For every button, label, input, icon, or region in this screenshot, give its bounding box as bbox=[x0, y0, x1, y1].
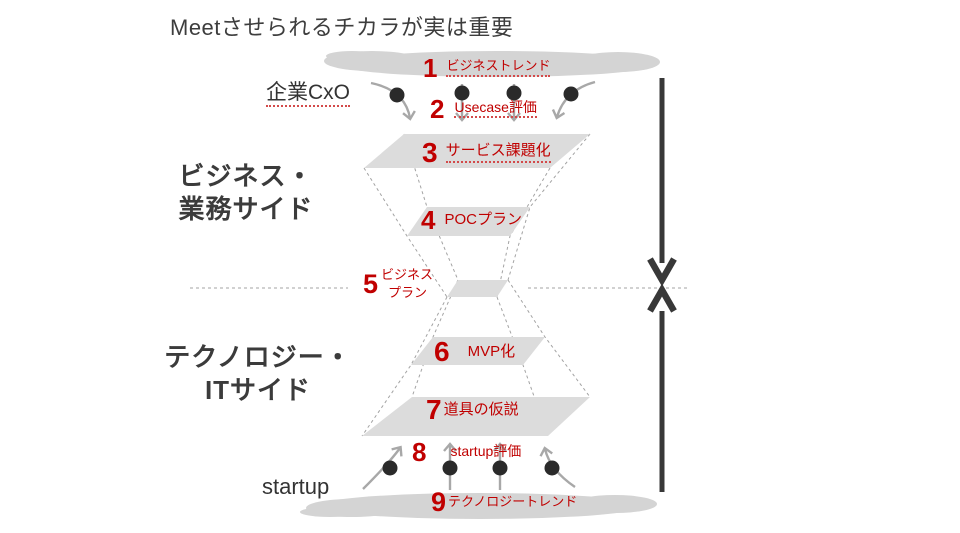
page-title: Meetさせられるチカラが実は重要 bbox=[170, 15, 514, 40]
step-label: POCプラン bbox=[444, 210, 522, 228]
tech-side-line1: テクノロジー・ bbox=[164, 342, 352, 372]
plane-mvp bbox=[411, 337, 545, 365]
down-curve-arrow-icon bbox=[370, 81, 416, 121]
step-label: 道具の仮説 bbox=[443, 400, 519, 418]
step-number: 7 bbox=[426, 394, 442, 425]
step-number: 6 bbox=[434, 336, 450, 367]
step-label: MVP化 bbox=[467, 342, 516, 360]
plane-business-plan-waist bbox=[447, 280, 508, 297]
step-number: 2 bbox=[430, 94, 445, 124]
startup-label: startup bbox=[262, 474, 330, 499]
connector-dot-icon bbox=[382, 460, 398, 476]
connector-dot-icon bbox=[492, 460, 508, 476]
step-number: 9 bbox=[431, 487, 447, 517]
connector-dot-icon bbox=[544, 460, 560, 476]
plane-tool-hypothesis bbox=[362, 397, 590, 436]
step-label: テクノロジートレンド bbox=[448, 494, 578, 510]
step-8-startup-eval: 8 startup評価 bbox=[412, 439, 521, 465]
step-3-service-issues: 3 サービス課題化 bbox=[422, 139, 551, 167]
step-label: サービス課題化 bbox=[445, 143, 551, 163]
step-4-poc-plan: 4 POCプラン bbox=[421, 207, 522, 233]
down-flow-arrow-icon bbox=[647, 78, 677, 287]
step-label: startup評価 bbox=[450, 443, 522, 460]
step-label: Usecase評価 bbox=[454, 99, 537, 119]
business-side-label: ビジネス・ 業務サイド bbox=[120, 160, 372, 225]
step-number: 3 bbox=[422, 137, 438, 168]
step-label: ビジネストレンド bbox=[446, 59, 551, 77]
step-number: 4 bbox=[421, 205, 436, 235]
step-6-mvp: 6 MVP化 bbox=[434, 338, 515, 366]
plane-service-issues bbox=[364, 134, 590, 168]
connector-dot-icon bbox=[563, 86, 579, 102]
bottom-connector-dots bbox=[382, 460, 560, 476]
step-number: 5 bbox=[363, 268, 379, 299]
bottom-trend-cloud-icon bbox=[300, 493, 657, 519]
business-side-line2: 業務サイド bbox=[178, 193, 314, 224]
step-9-technology-trend: 9 テクノロジートレンド bbox=[431, 489, 577, 516]
connector-dot-icon bbox=[442, 460, 458, 476]
up-flow-arrow-icon bbox=[647, 283, 677, 492]
tech-side-line2: ITサイド bbox=[204, 374, 312, 405]
step-2-usecase-eval: 2 Usecase評価 bbox=[430, 96, 537, 122]
business-side-line1: ビジネス・ bbox=[178, 161, 314, 191]
funnel-planes bbox=[362, 134, 590, 436]
connector-dot-icon bbox=[389, 87, 405, 103]
cxo-label: 企業CxO bbox=[266, 76, 350, 107]
cxo-label-text: 企業CxO bbox=[266, 81, 350, 107]
step-label: ビジネス プラン bbox=[381, 267, 434, 301]
step-5-business-plan: 5 ビジネス プラン bbox=[363, 266, 433, 302]
plane-poc-plan bbox=[407, 207, 530, 236]
connector-dot-icon bbox=[506, 85, 522, 101]
step-1-business-trend: 1 ビジネストレンド bbox=[423, 53, 551, 83]
step-7-tool-hypothesis: 7 道具の仮説 bbox=[426, 396, 519, 424]
step-number: 8 bbox=[412, 437, 427, 467]
step-number: 1 bbox=[423, 53, 438, 83]
top-trend-cloud-icon bbox=[324, 51, 660, 77]
connector-dot-icon bbox=[454, 85, 470, 101]
tech-side-label: テクノロジー・ ITサイド bbox=[132, 341, 384, 406]
top-connector-dots bbox=[389, 85, 579, 103]
